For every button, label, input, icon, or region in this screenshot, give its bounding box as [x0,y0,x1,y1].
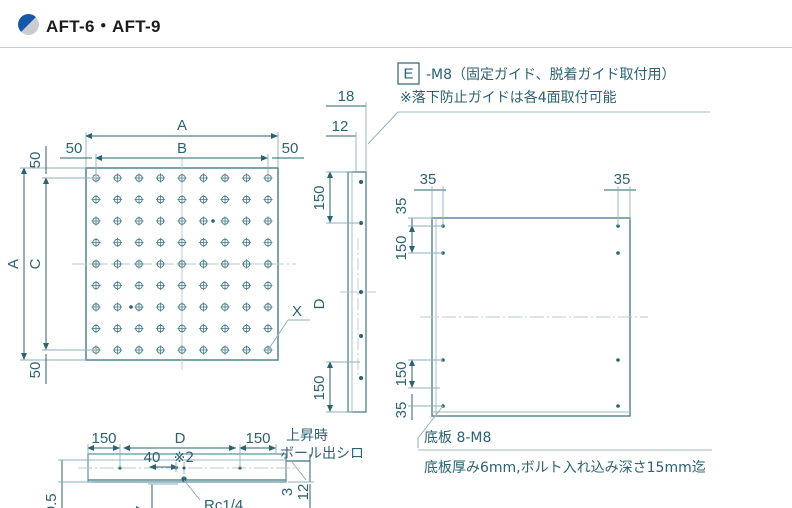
guide-callout: E -M8（固定ガイド、脱着ガイド取付用） ※落下防止ガイドは各4面取付可能 [367,62,710,145]
dim-side-view-18: 18 [338,88,355,105]
dim-front-view-40: 40 [144,449,161,466]
dim-top-view-height-overall: A [5,259,22,269]
callout-box [397,62,420,85]
dim-top-view-width-inner: B [177,140,187,157]
dim-base-plate-35-left-upper: 35 [393,198,410,215]
ball-hole-grid [90,172,274,356]
label-front-view-port: Rc1/4 [204,497,243,508]
dim-side-view-12: 12 [332,118,349,135]
front-view: 150 D 150 40 ※2 59.5 17 Rc1/4 上昇時 ボール出シロ [43,428,364,508]
dim-top-view-margin-left: 50 [66,140,83,157]
top-view: A B 50 50 A C 50 50 X [5,117,310,384]
dim-base-plate-35-left-lower: 35 [393,402,410,419]
dim-base-plate-35-top-left: 35 [420,171,437,188]
technical-drawing: E -M8（固定ガイド、脱着ガイド取付用） ※落下防止ガイドは各4面取付可能 [0,48,792,508]
dim-side-view-D: D [311,298,328,309]
dim-front-view-D: D [175,430,186,447]
dim-top-view-detail-label: X [292,303,302,320]
dim-base-plate-150-left-upper: 150 [393,235,410,260]
dim-top-view-width-overall: A [177,117,187,134]
label-ball-protrusion-line-1: 上昇時 [286,428,328,444]
dim-side-view-150-upper: 150 [311,185,328,210]
dim-top-view-margin-bottom: 50 [27,362,44,379]
label-base-plate-bolts: 底板 8-M8 [424,430,491,446]
dim-front-view-12: 12 [295,484,312,501]
callout-box-label: E [403,66,413,83]
callout-line-2: ※落下防止ガイドは各4面取付可能 [400,90,617,106]
header-divider [0,47,792,48]
callout-line-1: -M8（固定ガイド、脱着ガイド取付用） [426,67,675,83]
dim-base-plate-35-top-right: 35 [614,171,631,188]
dim-top-view-margin-right: 50 [282,140,299,157]
base-plate-bolt-points [441,224,620,408]
dim-front-view-17: 17 [133,506,150,508]
dim-base-plate-150-left-lower: 150 [393,361,410,386]
dim-side-view-150-lower: 150 [311,375,328,400]
base-plate-view: 35 35 35 150 150 35 底板 8-M8 底板厚み6mm,ボルト入… [393,171,712,476]
dim-front-view-59-5: 59.5 [43,493,60,508]
label-base-plate-thickness: 底板厚み6mm,ボルト入れ込み深さ15mm迄 [424,460,706,476]
dim-front-view-150-left: 150 [91,430,116,447]
half-circle-logo-icon [18,14,39,35]
dim-top-view-height-inner: C [27,258,44,269]
left-side-view: 18 12 150 D 150 [311,88,376,413]
page-header: AFT-6・AFT-9 [0,0,792,48]
page-title: AFT-6・AFT-9 [46,17,161,36]
dim-front-view-note-mark: ※2 [174,450,195,466]
dim-front-view-3: 3 [279,488,296,496]
dim-top-view-margin-top: 50 [27,152,44,169]
label-ball-protrusion-line-2: ボール出シロ [280,446,364,462]
dim-front-view-150-right: 150 [245,430,270,447]
